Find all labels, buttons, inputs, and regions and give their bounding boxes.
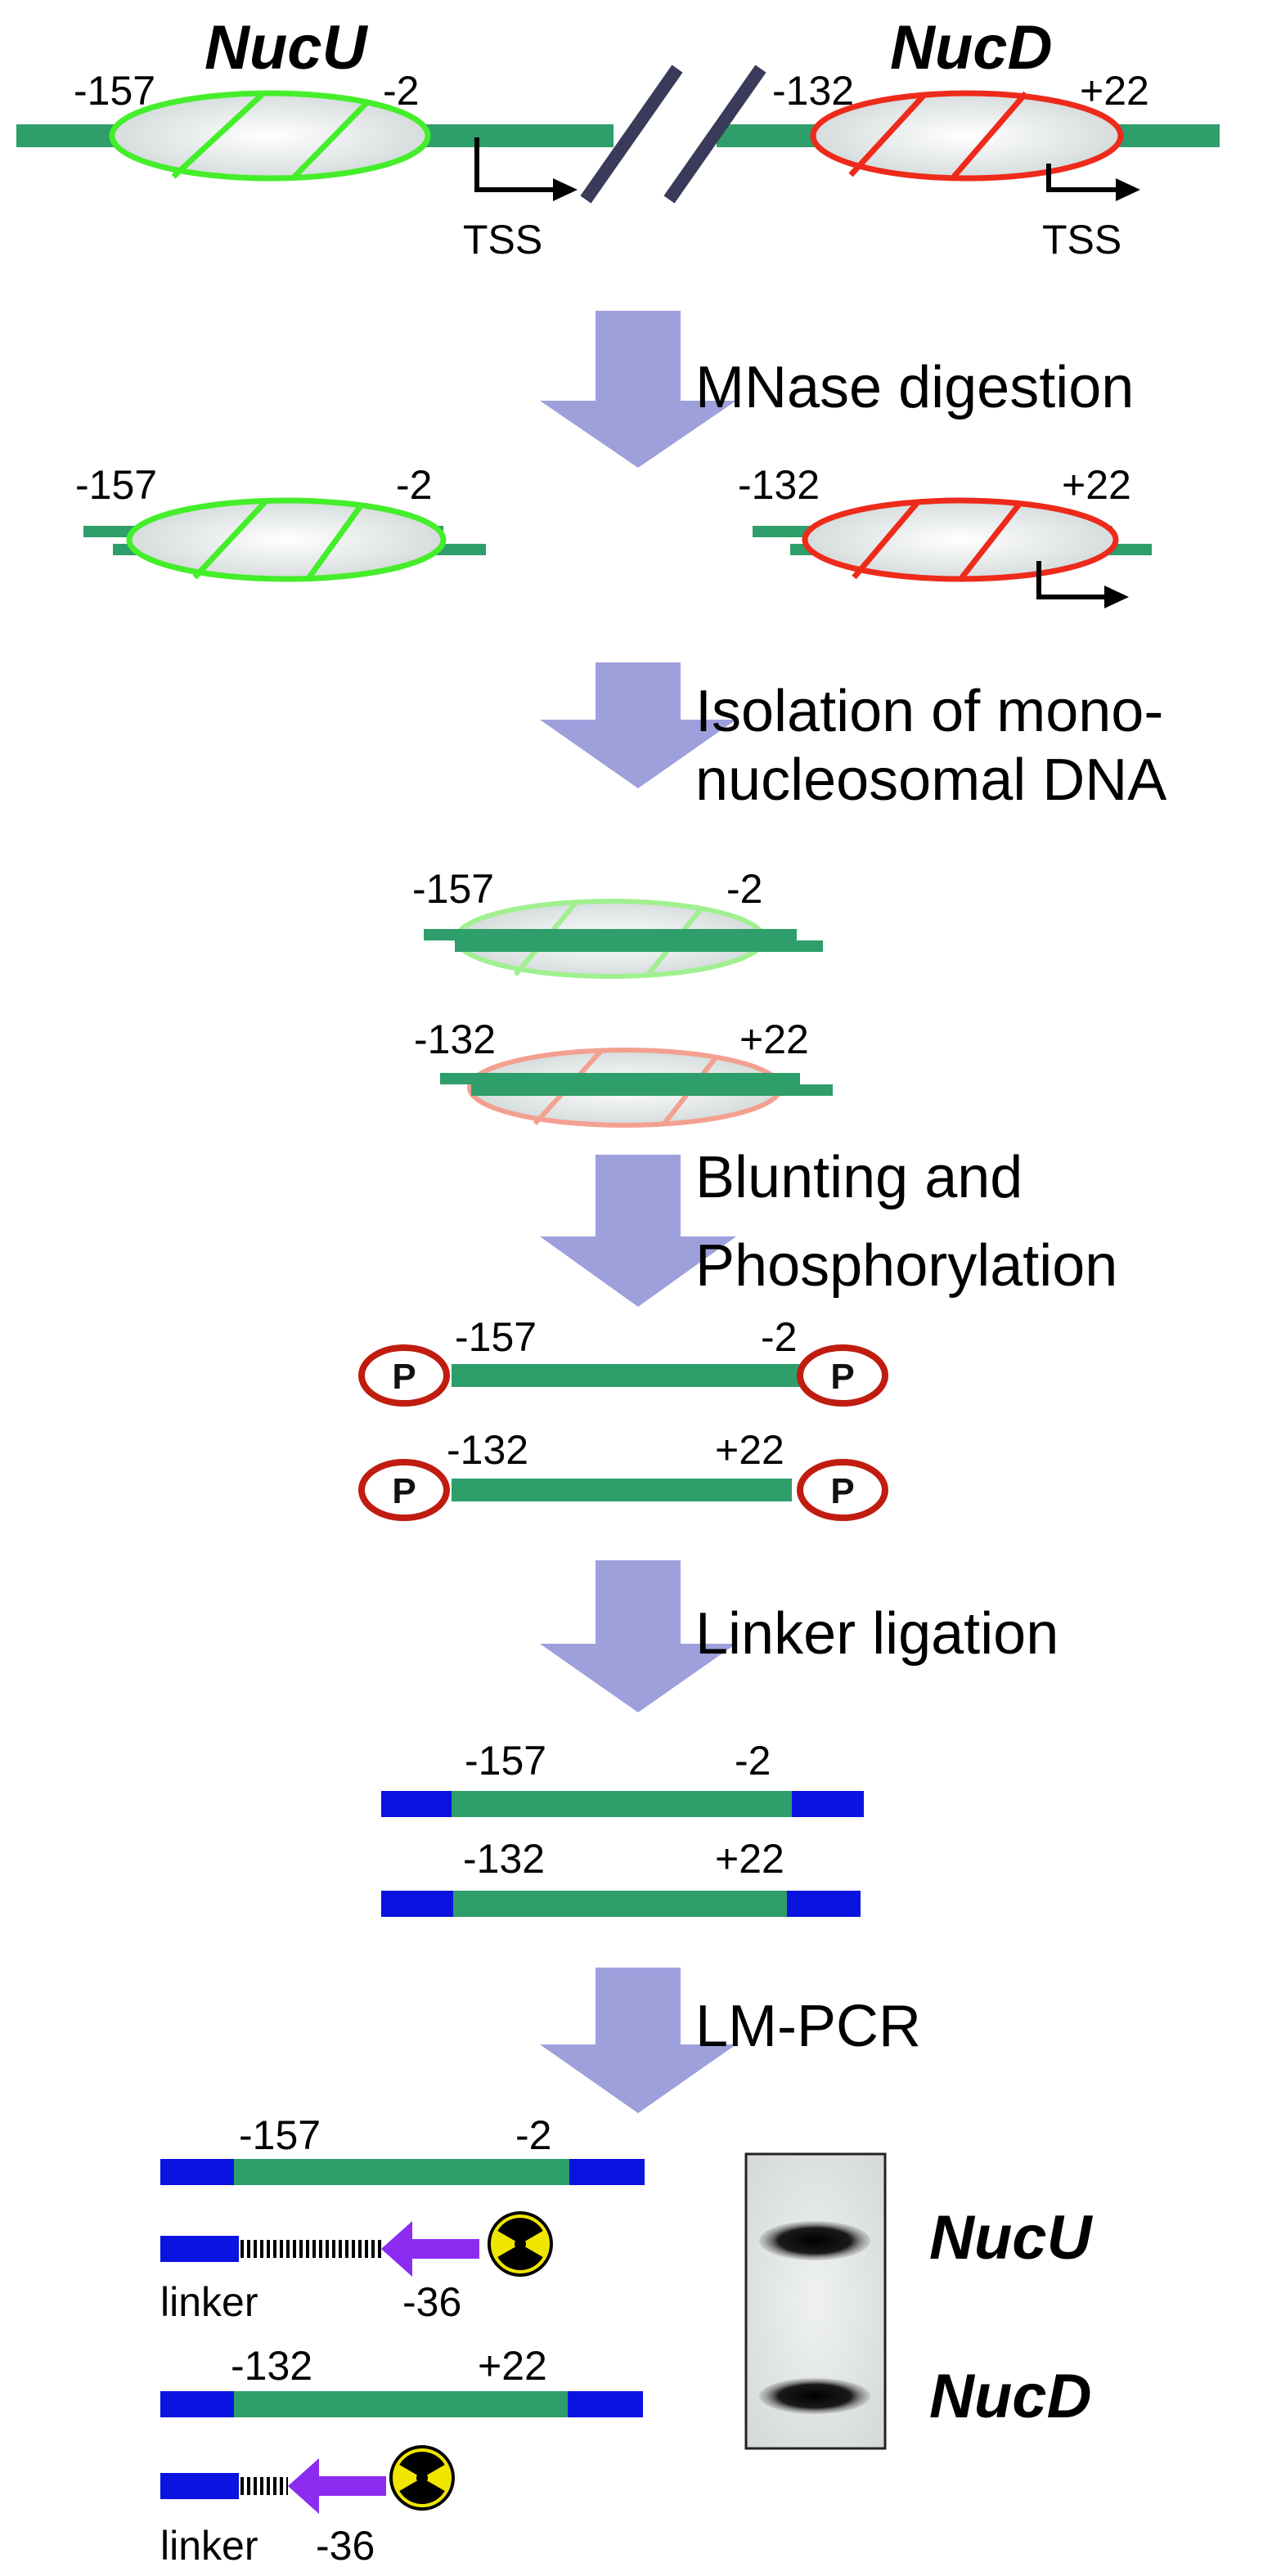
svg-text:+22: +22	[715, 1427, 784, 1473]
phosphate-u-left: P	[358, 1344, 450, 1407]
primer-pos-label: -36	[316, 2523, 375, 2569]
pos-label-d-start: -132	[772, 68, 854, 114]
tss-label-nucu: TSS	[463, 217, 542, 263]
phosphate-u-right: P	[797, 1344, 888, 1407]
svg-text:-2: -2	[515, 2112, 551, 2158]
tss-arrow-digested	[1036, 561, 1129, 608]
genomic-locus: NucU NucD -157 -2 -132 +22 TSS TSS	[16, 13, 1220, 263]
break-mark-left	[580, 65, 683, 204]
step-arrow-mnase	[540, 311, 736, 468]
svg-text:+22: +22	[1062, 462, 1131, 508]
primer-nucu: linker -36	[160, 2211, 553, 2325]
pos-label-u-start: -157	[74, 68, 155, 114]
svg-text:+22: +22	[715, 1836, 784, 1882]
phosphate-d-right: P	[797, 1459, 888, 1521]
svg-text:-157: -157	[465, 1738, 546, 1784]
svg-text:-132: -132	[231, 2343, 312, 2389]
step-arrow-ligation	[540, 1560, 736, 1712]
svg-text:P: P	[392, 1471, 416, 1511]
step-label-isolation-1: Isolation of mono-	[695, 679, 1163, 744]
radioactive-icon	[488, 2211, 553, 2277]
gel-image: NucU NucD	[744, 2152, 1094, 2450]
primer-nucd: linker -36	[160, 2445, 455, 2569]
svg-text:-157: -157	[75, 462, 157, 508]
gel-label-nucd: NucD	[929, 2362, 1091, 2431]
gel-label-nucu: NucU	[929, 2203, 1094, 2273]
svg-text:-157: -157	[455, 1314, 537, 1360]
digested-fragments: -157 -2 -132 +22	[75, 462, 1152, 608]
svg-text:-132: -132	[463, 1836, 545, 1882]
svg-text:P: P	[830, 1471, 854, 1511]
nucleosome-nucd	[810, 90, 1124, 182]
pos-label-u-end: -2	[383, 68, 419, 114]
gene-title-nucu: NucU	[205, 13, 369, 83]
step-label-mnase: MNase digestion	[695, 355, 1134, 420]
step-arrow-lmpcr	[540, 1968, 736, 2113]
tss-label-nucd: TSS	[1042, 217, 1121, 263]
primer-pos-label: -36	[402, 2279, 461, 2325]
tss-arrow-nucu	[474, 137, 578, 201]
linker-ligated-fragments: -157 -2 -132 +22	[381, 1738, 864, 1917]
svg-text:+22: +22	[739, 1016, 809, 1062]
gel-band-nucd	[759, 2378, 870, 2414]
svg-text:P: P	[830, 1357, 854, 1397]
svg-text:+22: +22	[478, 2343, 547, 2389]
isolated-mononucleosomal-dna: -157 -2 -132 +22	[412, 866, 833, 1128]
svg-text:-2: -2	[396, 462, 432, 508]
blunted-phosphorylated-fragments: -157 -2 P P -132 +22 P P	[358, 1314, 888, 1521]
step-label-blunting-1: Blunting and	[695, 1145, 1023, 1210]
svg-text:-2: -2	[735, 1738, 771, 1784]
nucleosome-nucd-digested	[802, 497, 1119, 582]
pos-label-d-end: +22	[1080, 68, 1149, 114]
lmpcr-products: -157 -2 linker -36 -132 +22	[160, 2112, 645, 2569]
step-label-ligation: Linker ligation	[695, 1601, 1059, 1667]
linker-label: linker	[160, 2523, 258, 2569]
radioactive-icon	[389, 2445, 455, 2511]
svg-text:-132: -132	[447, 1427, 528, 1473]
nucleosome-nucu-digested	[126, 497, 447, 582]
svg-text:-157: -157	[412, 866, 494, 912]
gene-title-nucd: NucD	[890, 13, 1052, 83]
svg-text:-157: -157	[239, 2112, 321, 2158]
svg-text:P: P	[392, 1357, 416, 1397]
phosphate-d-left: P	[358, 1459, 450, 1521]
tss-arrow-nucd	[1046, 164, 1140, 201]
svg-text:-132: -132	[738, 462, 820, 508]
gel-band-nucu	[759, 2221, 870, 2260]
step-label-blunting-2: Phosphorylation	[695, 1233, 1117, 1299]
step-label-lmpcr: LM-PCR	[695, 1994, 921, 2059]
svg-text:-132: -132	[414, 1016, 496, 1062]
step-arrow-isolation	[540, 662, 736, 788]
step-arrow-blunting	[540, 1155, 736, 1307]
svg-text:-2: -2	[761, 1314, 797, 1360]
svg-text:-2: -2	[726, 866, 762, 912]
linker-label: linker	[160, 2279, 258, 2325]
break-mark-right	[663, 65, 766, 204]
nucleosome-nucu	[109, 90, 431, 182]
step-label-isolation-2: nucleosomal DNA	[695, 747, 1166, 813]
